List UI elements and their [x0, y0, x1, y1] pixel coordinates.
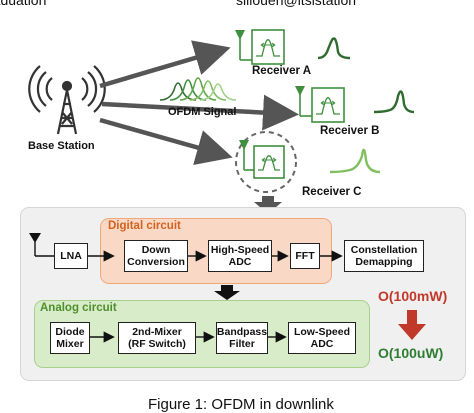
receiver-c-label: Receiver C [302, 186, 362, 198]
receiver-a-label: Receiver A [252, 65, 312, 77]
low-speed-adc-block: Low-Speed ADC [288, 322, 356, 354]
ofdm-signal-label: OFDM Signal [168, 106, 237, 118]
power-high-label: O(100mW) [378, 288, 448, 304]
waveform-icon [317, 37, 351, 60]
high-speed-adc-block: High-Speed ADC [208, 240, 272, 272]
arrow-to-receiver-b [101, 94, 299, 131]
header-left-fragment: raduation [0, 0, 47, 8]
cell-tower-icon [28, 65, 106, 135]
zoom-down-arrow [254, 196, 282, 214]
arrow-to-receiver-a [99, 40, 231, 89]
antenna-icon [239, 140, 254, 171]
receiver-c-highlight [235, 131, 297, 193]
base-station-label: Base Station [28, 140, 95, 152]
figure-caption: Figure 1: OFDM in downlink [148, 396, 334, 413]
digital-circuit-title: Digital circuit [108, 220, 181, 232]
diode-mixer-block: Diode Mixer [50, 322, 90, 354]
arrow-to-receiver-c [99, 117, 233, 165]
ofdm-signal-waveform [159, 77, 237, 101]
bandpass-filter-icon [311, 87, 345, 123]
receiver-c-icon-group [235, 131, 381, 193]
waveform-icon [329, 148, 381, 174]
receiver-a-icon-group [235, 29, 351, 65]
antenna-icon [295, 86, 312, 117]
receiver-b-icon-group [295, 86, 415, 123]
bandpass-filter-icon [253, 145, 285, 179]
bandpass-filter-block: Bandpass Filter [216, 322, 268, 354]
lna-block: LNA [54, 243, 88, 269]
power-reduction-arrow [398, 310, 426, 340]
antenna-icon [235, 30, 252, 61]
receiver-b-label: Receiver B [320, 125, 380, 137]
digital-to-analog-arrow [214, 285, 240, 300]
scene-graphic [28, 29, 415, 214]
power-low-label: O(100uW) [378, 345, 444, 361]
second-mixer-rf-switch-block: 2nd-Mixer (RF Switch) [118, 322, 196, 354]
bandpass-filter-icon [251, 29, 285, 65]
fft-block: FFT [290, 243, 320, 269]
down-conversion-block: Down Conversion [124, 240, 188, 272]
analog-circuit-title: Analog circuit [40, 302, 117, 314]
header-right-fragment: siliouen@itsistation [236, 0, 357, 8]
waveform-icon [373, 90, 415, 114]
antenna-icon [29, 233, 54, 257]
constellation-demapping-block: Constellation Demapping [344, 240, 424, 272]
